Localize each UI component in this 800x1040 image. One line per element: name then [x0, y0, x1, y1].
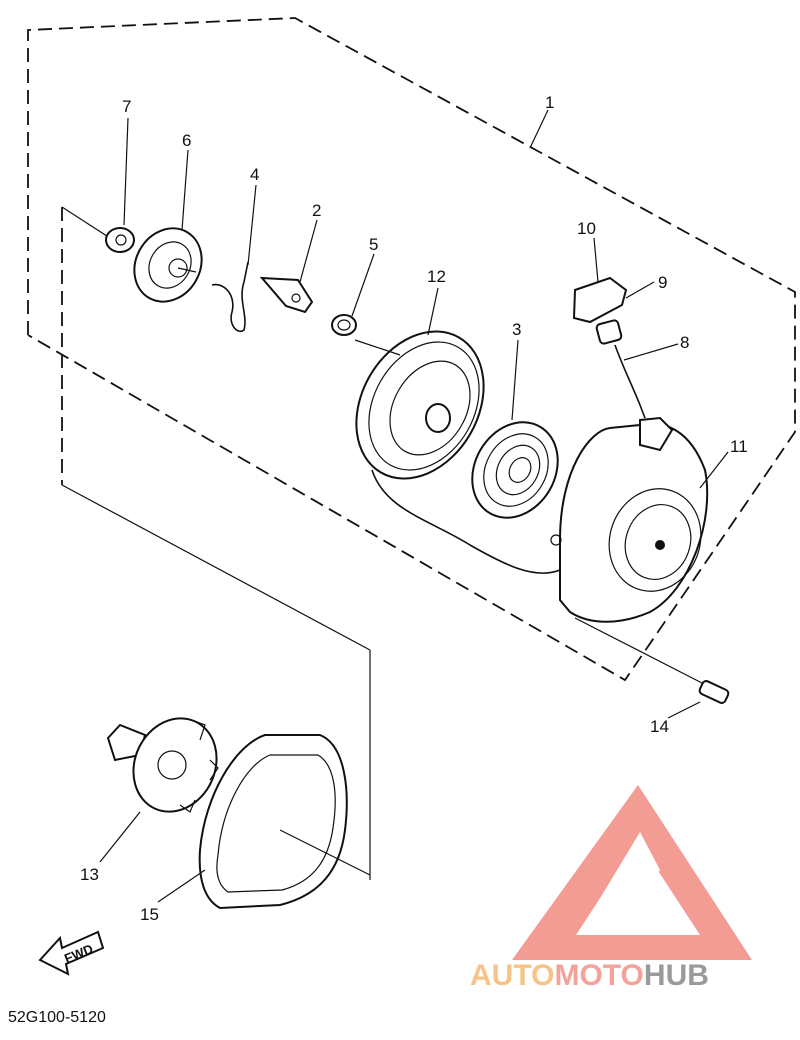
assembly-outline: [27, 17, 796, 880]
part-3-recoil-spring: [471, 421, 559, 519]
label-part-3: 3: [512, 320, 521, 339]
label-part-2: 2: [312, 201, 321, 220]
part-7-nut: [105, 227, 135, 253]
watermark-triangle-icon: [512, 785, 752, 960]
watermark-part-b: MOTO: [554, 959, 643, 992]
starter-rope: [371, 469, 561, 574]
label-part-8: 8: [680, 333, 689, 352]
part-10-handle: [572, 276, 628, 324]
label-part-7: 7: [122, 97, 131, 116]
part-14-bolt: [574, 617, 730, 704]
label-part-10: 10: [577, 219, 596, 238]
watermark-logo: [512, 785, 752, 960]
part-11-starter-case: [550, 416, 709, 623]
part-15-gasket: [198, 734, 348, 910]
fwd-arrow: FWD: [38, 930, 105, 976]
label-part-9: 9: [658, 273, 667, 292]
part-13-drive-pulley: [106, 717, 219, 813]
watermark-part-a: AUTO: [470, 959, 554, 992]
label-part-4: 4: [250, 165, 259, 184]
part-9-grip: [595, 319, 623, 345]
label-part-12: 12: [427, 267, 446, 286]
watermark-text: AUTOMOTOHUB: [470, 959, 709, 992]
label-part-1: 1: [545, 93, 554, 112]
label-part-13: 13: [80, 865, 99, 884]
part-8-rope: [614, 344, 646, 419]
part-2-pawl: [259, 276, 314, 314]
label-part-11: 11: [730, 437, 748, 456]
part-5-spring: [331, 314, 357, 336]
label-part-6: 6: [182, 131, 191, 150]
diagram-code: 52G100-5120: [8, 1009, 106, 1026]
label-part-5: 5: [369, 235, 378, 254]
watermark-part-c: HUB: [644, 959, 709, 992]
part-12-reel: [354, 330, 485, 480]
label-part-14: 14: [650, 717, 669, 736]
label-part-15: 15: [140, 905, 159, 924]
part-4-spring-clip: [211, 261, 249, 332]
leader-lines: [99, 109, 729, 903]
part-6-drive-plate: [133, 227, 203, 303]
